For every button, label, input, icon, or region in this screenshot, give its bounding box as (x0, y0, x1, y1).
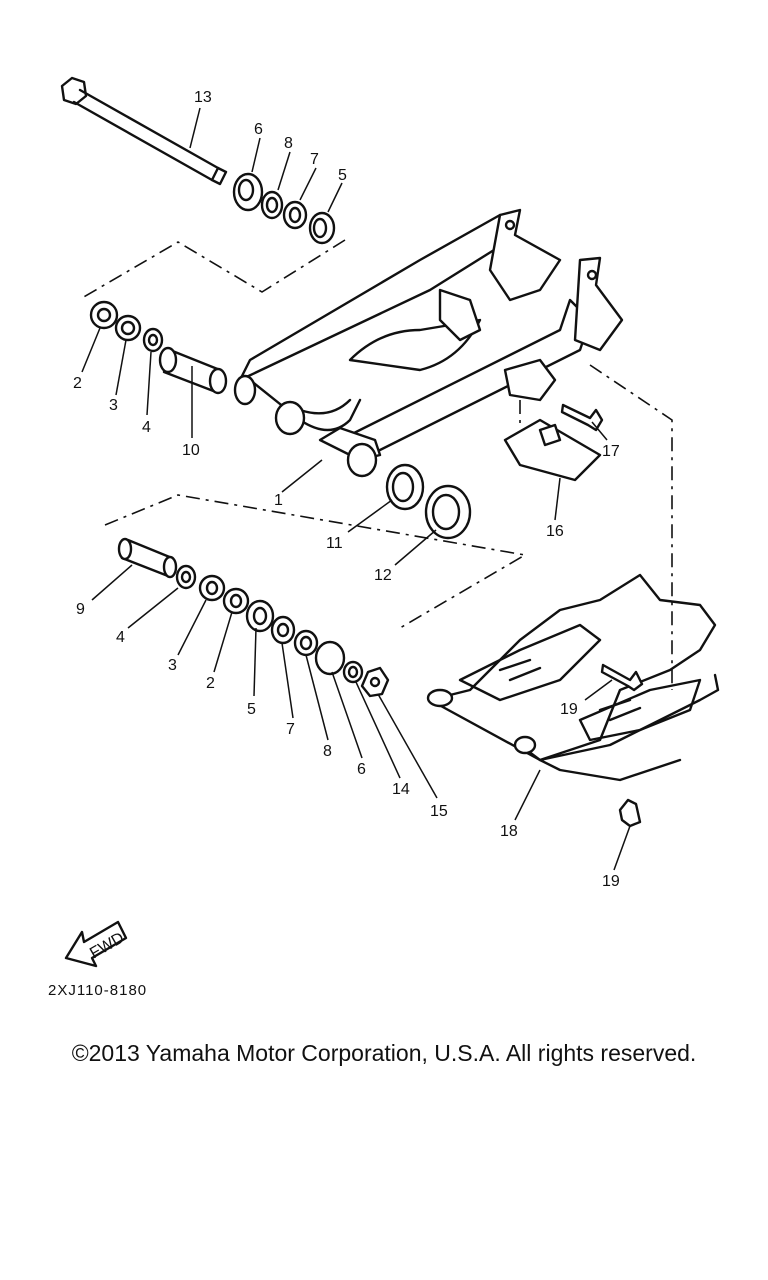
callout-15: 15 (430, 803, 448, 820)
assembly-line-lower (104, 494, 528, 629)
callout-16: 16 (546, 523, 564, 540)
assembly-line-upper (81, 239, 346, 299)
callout-19-upper: 19 (560, 701, 578, 718)
footrest-frame (426, 573, 720, 828)
callout-2-left: 2 (73, 375, 82, 392)
chain-slider (503, 403, 604, 482)
callouts: 13 6 8 7 5 2 3 4 10 1 11 12 16 17 9 4 3 … (73, 89, 620, 890)
callout-3-left: 3 (109, 397, 118, 414)
parts-diagram: 13 6 8 7 5 2 3 4 10 1 11 12 16 17 9 4 3 … (60, 76, 720, 968)
callout-5-upper: 5 (338, 167, 347, 184)
pivot-seals (385, 463, 472, 540)
callout-12: 12 (374, 567, 392, 584)
swingarm (233, 208, 624, 478)
callout-2-lower: 2 (206, 675, 215, 692)
callout-8-upper: 8 (284, 135, 293, 152)
fwd-arrow-icon: FWD (64, 920, 128, 968)
pivot-shaft (60, 76, 228, 186)
left-bushing-stack (89, 300, 228, 395)
diagram-code: 2XJ110-8180 (48, 982, 148, 999)
callout-5-lower: 5 (247, 701, 256, 718)
callout-4-lower: 4 (116, 629, 125, 646)
callout-11: 11 (326, 535, 343, 552)
callout-13: 13 (194, 89, 212, 106)
lower-bushing-stack (117, 537, 390, 698)
assembly-line-right (589, 364, 673, 690)
callout-7-upper: 7 (310, 151, 319, 168)
upper-bushing-stack (232, 172, 336, 245)
callout-18: 18 (500, 823, 518, 840)
callout-1: 1 (274, 492, 283, 509)
leader-lines (81, 107, 631, 871)
callout-14: 14 (392, 781, 410, 798)
callout-3-lower: 3 (168, 657, 177, 674)
callout-6-lower: 6 (357, 761, 366, 778)
copyright-notice: ©2013 Yamaha Motor Corporation, U.S.A. A… (71, 1040, 697, 1066)
callout-8-lower: 8 (323, 743, 332, 760)
callout-4-left: 4 (142, 419, 151, 436)
callout-17: 17 (602, 443, 620, 460)
callout-10: 10 (182, 442, 200, 459)
callout-9: 9 (76, 601, 85, 618)
callout-6-upper: 6 (254, 121, 263, 138)
callout-7-lower: 7 (286, 721, 295, 738)
callout-19-lower: 19 (602, 873, 620, 890)
